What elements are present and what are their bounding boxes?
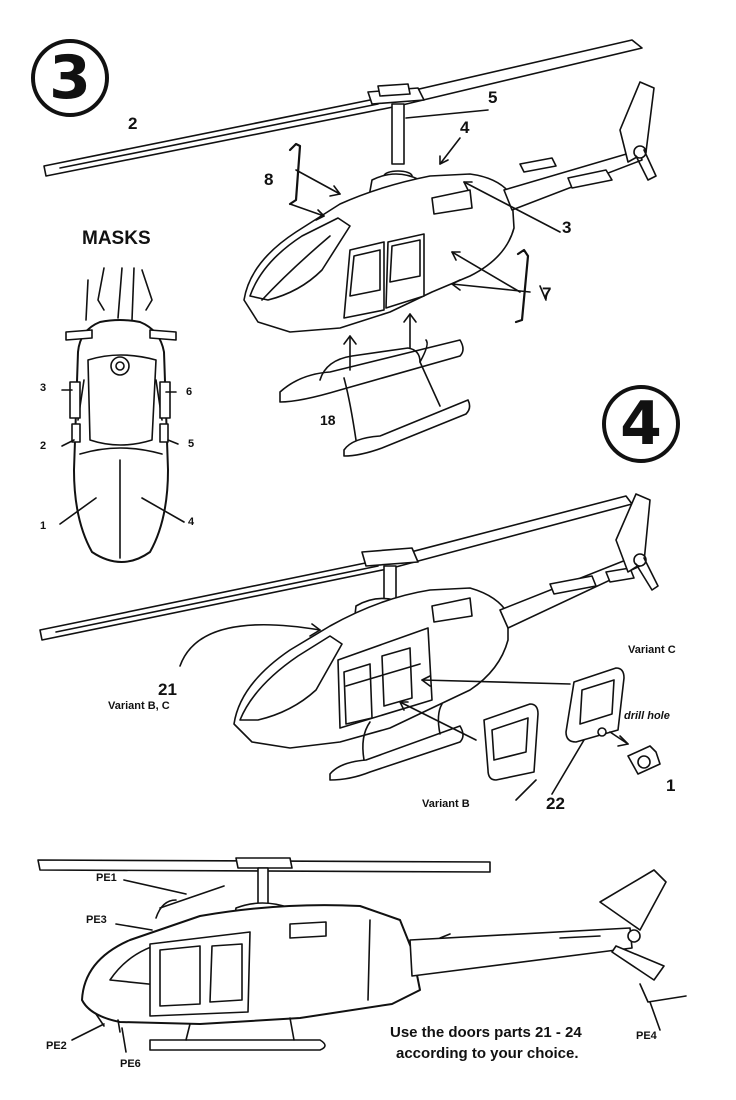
step3-helicopter bbox=[43, 39, 657, 457]
masks-canopy-diagram bbox=[59, 267, 185, 563]
note-line-2: according to your choice. bbox=[396, 1045, 579, 1062]
step3-number: 3 bbox=[49, 43, 91, 113]
label-grab-handle: 8 bbox=[264, 170, 274, 189]
label-side-handle: 7 bbox=[542, 284, 552, 303]
label-pe4: PE4 bbox=[636, 1030, 657, 1042]
mask-label-left-1: 3 bbox=[40, 382, 47, 394]
note-line-1: Use the doors parts 21 - 24 bbox=[390, 1024, 582, 1041]
label-antenna: 4 bbox=[460, 118, 470, 137]
label-pe2: PE2 bbox=[46, 1040, 67, 1052]
mask-label-right-2: 5 bbox=[188, 438, 195, 450]
profile-helicopter bbox=[37, 857, 687, 1053]
label-pe1: PE1 bbox=[96, 872, 117, 884]
step4-badge bbox=[602, 385, 680, 463]
mask-label-right-1: 6 bbox=[186, 386, 193, 398]
label-exhaust: 3 bbox=[562, 218, 572, 237]
label-skids: 18 bbox=[320, 412, 336, 428]
label-part-1: 1 bbox=[666, 776, 676, 795]
label-mast: 5 bbox=[488, 88, 498, 107]
mask-label-left-3: 1 bbox=[40, 520, 47, 532]
step4-helicopter bbox=[39, 493, 661, 801]
masks-title: MASKS bbox=[82, 228, 151, 249]
label-part-21: 21 bbox=[158, 680, 177, 699]
label-pe3: PE3 bbox=[86, 914, 107, 926]
label-drill-hole: drill hole bbox=[624, 710, 670, 722]
label-part-21-variant: Variant B, C bbox=[108, 700, 170, 712]
step4-number: 4 bbox=[620, 389, 662, 459]
label-pe6: PE6 bbox=[120, 1058, 141, 1070]
mask-label-right-3: 4 bbox=[188, 516, 195, 528]
mask-label-left-2: 2 bbox=[40, 440, 47, 452]
label-variant-c: Variant C bbox=[628, 644, 676, 656]
label-rotor-blade: 2 bbox=[128, 114, 138, 133]
label-part-22: 22 bbox=[546, 794, 565, 813]
step3-badge bbox=[31, 39, 109, 117]
label-variant-b: Variant B bbox=[422, 798, 470, 810]
